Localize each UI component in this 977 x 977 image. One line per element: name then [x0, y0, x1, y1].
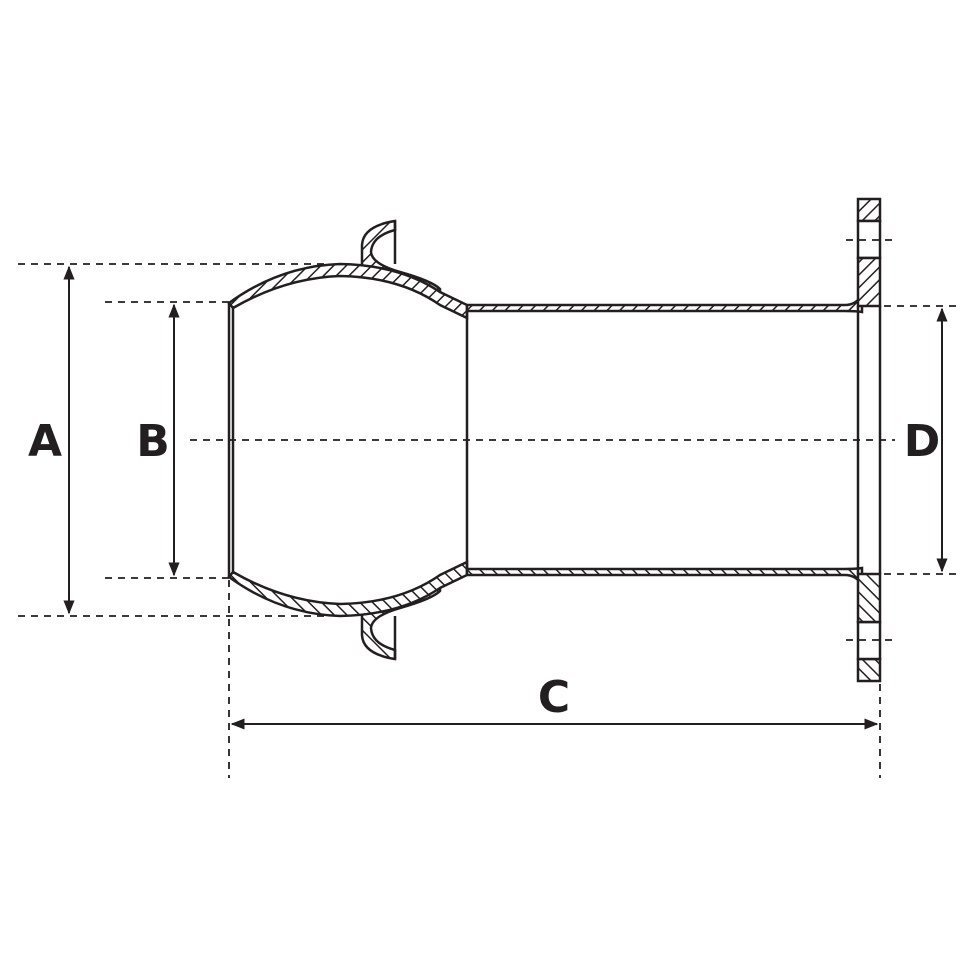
tube-wall — [465, 290, 864, 314]
label-b: B — [136, 416, 170, 467]
label-a: A — [28, 416, 62, 467]
coupling-part — [227, 197, 894, 683]
extension-lines — [18, 263, 962, 778]
coupling-bottom-half — [227, 560, 894, 683]
label-c: C — [538, 672, 570, 723]
bulb-wall — [227, 262, 469, 320]
flange-mid — [856, 256, 882, 308]
flange-top — [856, 197, 882, 223]
label-d: D — [904, 416, 941, 467]
coupling-top-half — [227, 197, 892, 320]
